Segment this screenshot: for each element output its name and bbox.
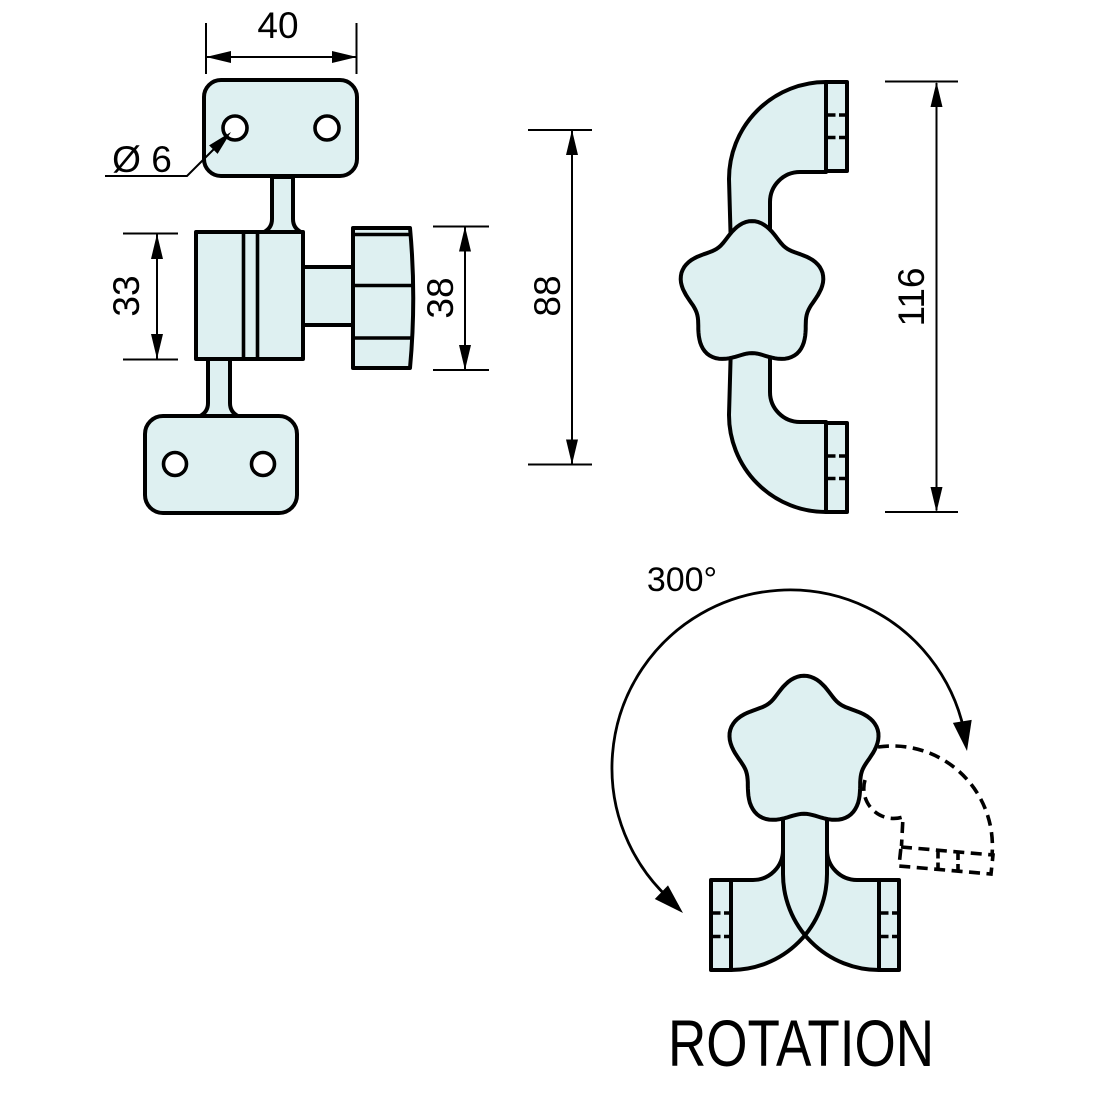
knob-front: [351, 226, 416, 370]
bottom-plate-hole-right: [249, 450, 277, 478]
star-knob-rotation: [727, 673, 881, 822]
lower-cap-screw-dashes: [827, 454, 846, 481]
ghost-rotated-arm: [861, 744, 995, 876]
bottom-plate-hole-left: [161, 450, 189, 478]
ghost-screw-dashes: [936, 851, 960, 873]
extension-lines: [528, 129, 592, 466]
right-foot-screw-dashes: [880, 911, 898, 939]
left-foot-screw-dashes: [712, 911, 730, 939]
dim-overall-height: 116: [885, 80, 958, 513]
left-arm-outline: [730, 800, 829, 972]
rotation-view: 300° ROTATION: [610, 561, 995, 1080]
dim-label-hole-spacing: 88: [527, 275, 568, 316]
arrowhead-left: [206, 51, 231, 63]
right-foot-cap: [877, 878, 901, 972]
dim-top-width: 40: [205, 5, 358, 74]
extension-lines: [885, 80, 958, 513]
ghost-outer-arc: [877, 744, 995, 856]
dim-hole-diameter: Ø 6: [105, 132, 231, 180]
rotation-angle-label: 300°: [647, 561, 717, 599]
leader-line: [105, 140, 223, 177]
star-knob-side: [678, 219, 826, 361]
ghost-inner-arc: [861, 779, 905, 847]
arrowhead-top: [566, 130, 578, 155]
arrowhead-top: [151, 234, 163, 259]
rotation-arc-arrowhead-right: [952, 719, 972, 751]
arrowhead-bottom: [459, 345, 471, 370]
extension-lines: [433, 225, 489, 371]
left-foot-cap: [709, 878, 733, 972]
bottom-neck: [198, 357, 240, 418]
left-arm-fill: [731, 800, 827, 970]
bottom-mounting-plate: [143, 414, 299, 515]
upper-end-cap: [824, 80, 849, 173]
dim-label-overall-height: 116: [891, 268, 932, 327]
arrowhead-bottom: [930, 487, 943, 512]
arrowhead-top: [459, 226, 471, 252]
dim-label-body-height: 33: [106, 275, 147, 316]
side-view: [678, 80, 849, 514]
dim-knob-height: 38: [420, 225, 489, 371]
rotation-arc-arrowhead-left: [654, 885, 683, 913]
arrowhead-top: [930, 82, 943, 107]
leader-arrowhead: [209, 132, 231, 154]
rotation-caption: ROTATION: [668, 1006, 934, 1080]
arrowhead-bottom: [566, 439, 578, 465]
top-neck: [262, 175, 303, 234]
extension-lines: [123, 232, 178, 361]
dim-label-hole-diameter: Ø 6: [112, 139, 172, 180]
dim-hole-spacing: 88: [527, 129, 592, 466]
top-plate-hole-right: [313, 114, 341, 142]
arrowhead-bottom: [151, 334, 163, 359]
extension-lines: [205, 23, 358, 74]
pivot-body: [194, 230, 305, 361]
dim-label-top-width: 40: [257, 5, 298, 46]
front-view: [143, 78, 416, 515]
dim-body-height: 33: [106, 232, 178, 361]
knob-shaft: [301, 265, 355, 327]
upper-cap-screw-dashes: [827, 113, 846, 140]
lower-arm: [727, 342, 828, 514]
dim-label-knob-height: 38: [420, 277, 461, 318]
arrowhead-right: [332, 51, 357, 63]
top-mounting-plate: [202, 78, 359, 178]
upper-arm: [727, 80, 828, 252]
ghost-cap-outline: [897, 845, 995, 876]
lower-end-cap: [824, 421, 849, 514]
rotation-arc: [610, 588, 968, 908]
